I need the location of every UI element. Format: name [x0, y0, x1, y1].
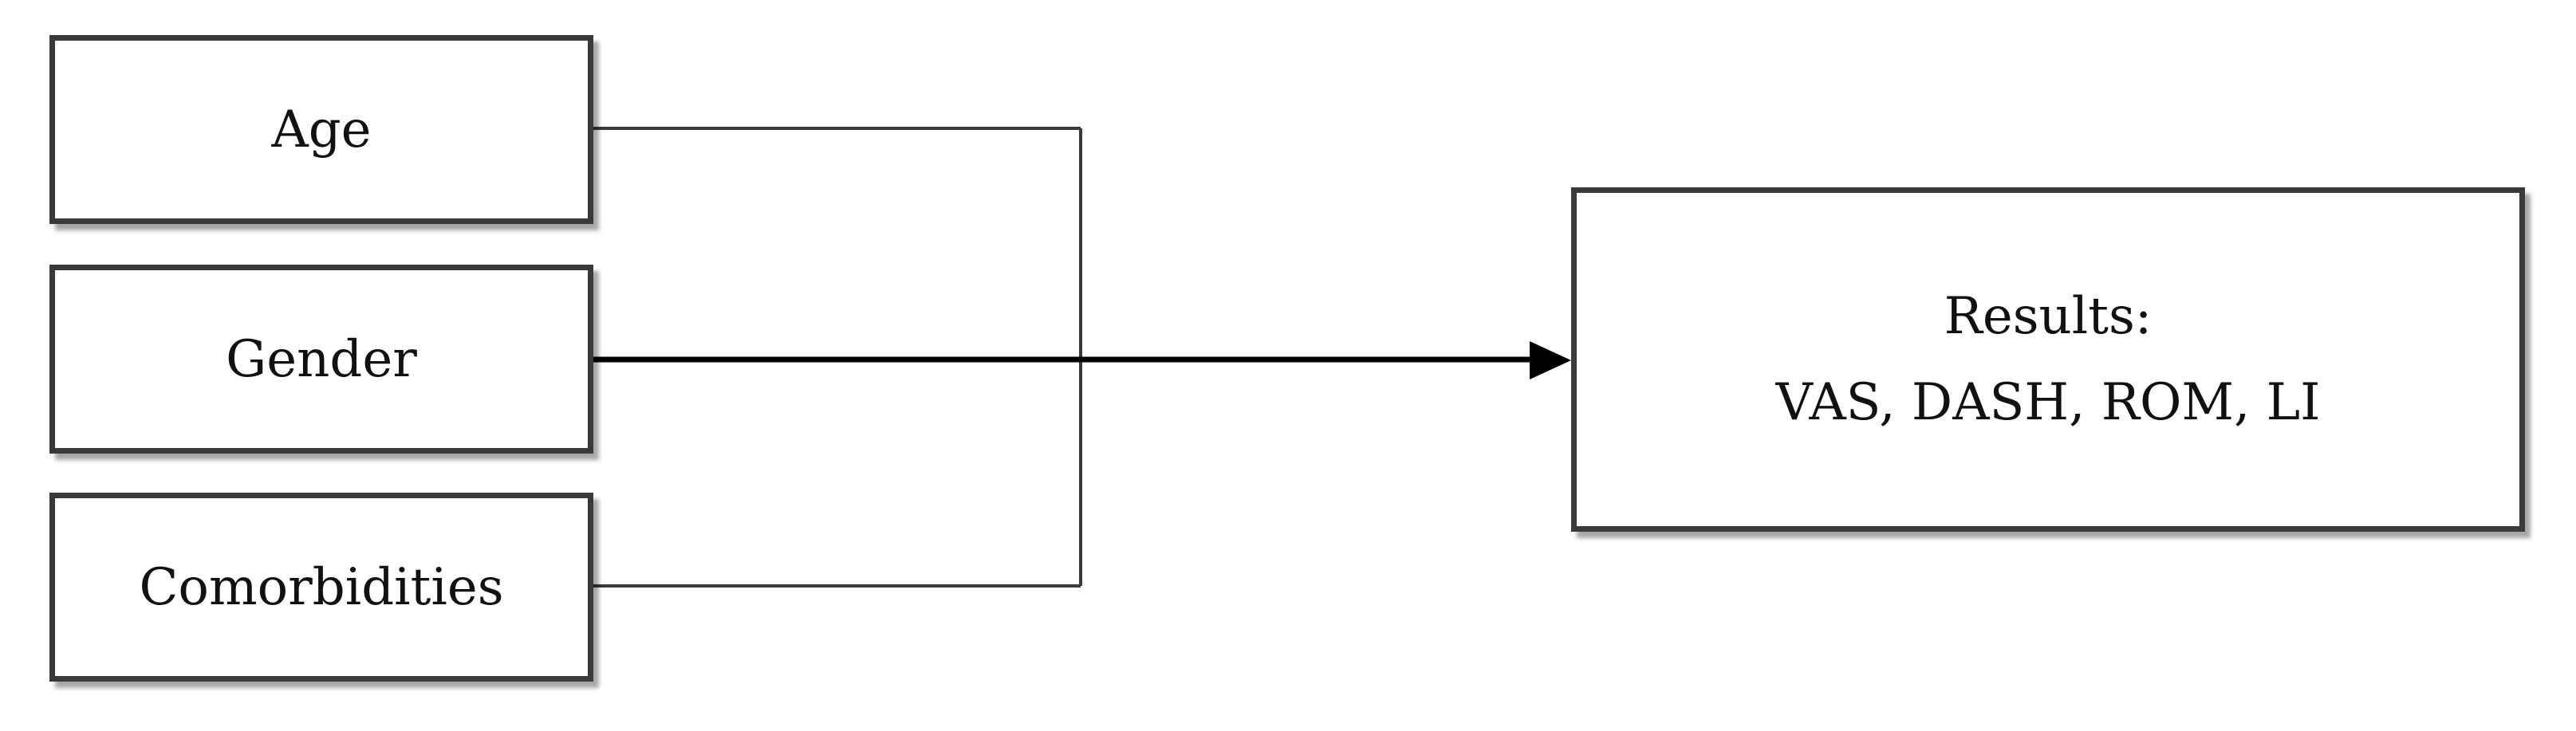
- factor-label-comorbidities: Comorbidities: [139, 557, 504, 617]
- factor-box-gender: Gender: [49, 265, 593, 454]
- results-title: Results:: [1944, 287, 2153, 346]
- results-content: Results: VAS, DASH, ROM, LI: [1776, 291, 2321, 428]
- results-measures: VAS, DASH, ROM, LI: [1775, 373, 2321, 432]
- factor-box-comorbidities: Comorbidities: [49, 493, 593, 682]
- factor-label-gender: Gender: [226, 329, 417, 389]
- factor-label-age: Age: [271, 100, 372, 159]
- factor-box-age: Age: [49, 35, 593, 224]
- results-box: Results: VAS, DASH, ROM, LI: [1571, 187, 2525, 532]
- arrowhead-icon: [1530, 341, 1571, 379]
